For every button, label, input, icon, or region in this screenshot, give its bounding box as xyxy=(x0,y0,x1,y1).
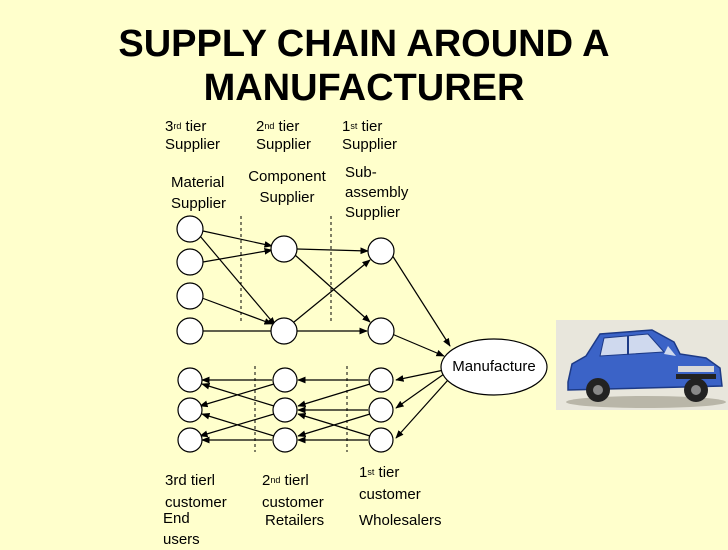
node-supplier-2-a xyxy=(270,235,298,263)
customer-tier-2-label: 2nd tierl customer xyxy=(262,472,324,511)
node-customer-1-c xyxy=(368,427,394,453)
arrow-c1a-c2b xyxy=(297,383,371,408)
wholesalers-label: Wholesalers xyxy=(359,512,442,529)
arrow-s2a-s1b xyxy=(294,254,371,323)
node-supplier-1-b xyxy=(367,317,395,345)
page-title: SUPPLY CHAIN AROUND A MANUFACTURER xyxy=(0,22,728,110)
title-line-2: MANUFACTURER xyxy=(203,67,525,109)
node-customer-2-b xyxy=(272,397,298,423)
arrow-c2c-c3b xyxy=(201,412,275,437)
arrow-c2b-c3a xyxy=(201,382,275,407)
title-line-1: SUPPLY CHAIN AROUND A xyxy=(118,23,610,65)
node-customer-1-a xyxy=(368,367,394,393)
supplier-tier-2-label: 2nd tier Supplier xyxy=(256,118,312,153)
arrow-s2a-s1a xyxy=(296,247,369,255)
arrow-mfg-c1c xyxy=(395,379,449,439)
manufacturer-label: Manufacture xyxy=(452,358,536,375)
arrow-s3c-s2b xyxy=(201,297,273,325)
arrow-s3a-s2a xyxy=(202,230,273,248)
customer-tier-1-label: 1st tier customer xyxy=(359,464,421,503)
car-image xyxy=(556,320,728,410)
supplier-tier-1-label: 1st tier Supplier xyxy=(342,118,398,153)
node-customer-1-b xyxy=(368,397,394,423)
arrow-s1a-mfg xyxy=(391,254,451,347)
supplier-tier-3-label: 3rd tier Supplier xyxy=(165,118,221,153)
node-manufacturer xyxy=(440,338,548,396)
node-customer-2-c xyxy=(272,427,298,453)
node-customer-2-a xyxy=(272,367,298,393)
node-customer-3-c xyxy=(177,427,203,453)
retailers-label: Retailers xyxy=(265,512,325,529)
node-supplier-3-c xyxy=(176,282,204,310)
arrow-s3b-s2a xyxy=(202,247,273,263)
arrow-mfg-c1b xyxy=(395,373,445,409)
arrow-s1b-mfg xyxy=(391,333,445,357)
node-supplier-1-a xyxy=(367,237,395,265)
arrow-s3a-s2b xyxy=(199,235,276,326)
arrow-c1c-c2b xyxy=(297,412,371,437)
node-customer-3-a xyxy=(177,367,203,393)
node-supplier-3-a xyxy=(176,215,204,243)
arrow-mfg-c1a xyxy=(395,369,445,382)
node-supplier-3-b xyxy=(176,248,204,276)
node-supplier-2-b xyxy=(270,317,298,345)
node-customer-3-b xyxy=(177,397,203,423)
arrow-s2b-s1a xyxy=(293,259,371,323)
node-supplier-3-d xyxy=(176,317,204,345)
